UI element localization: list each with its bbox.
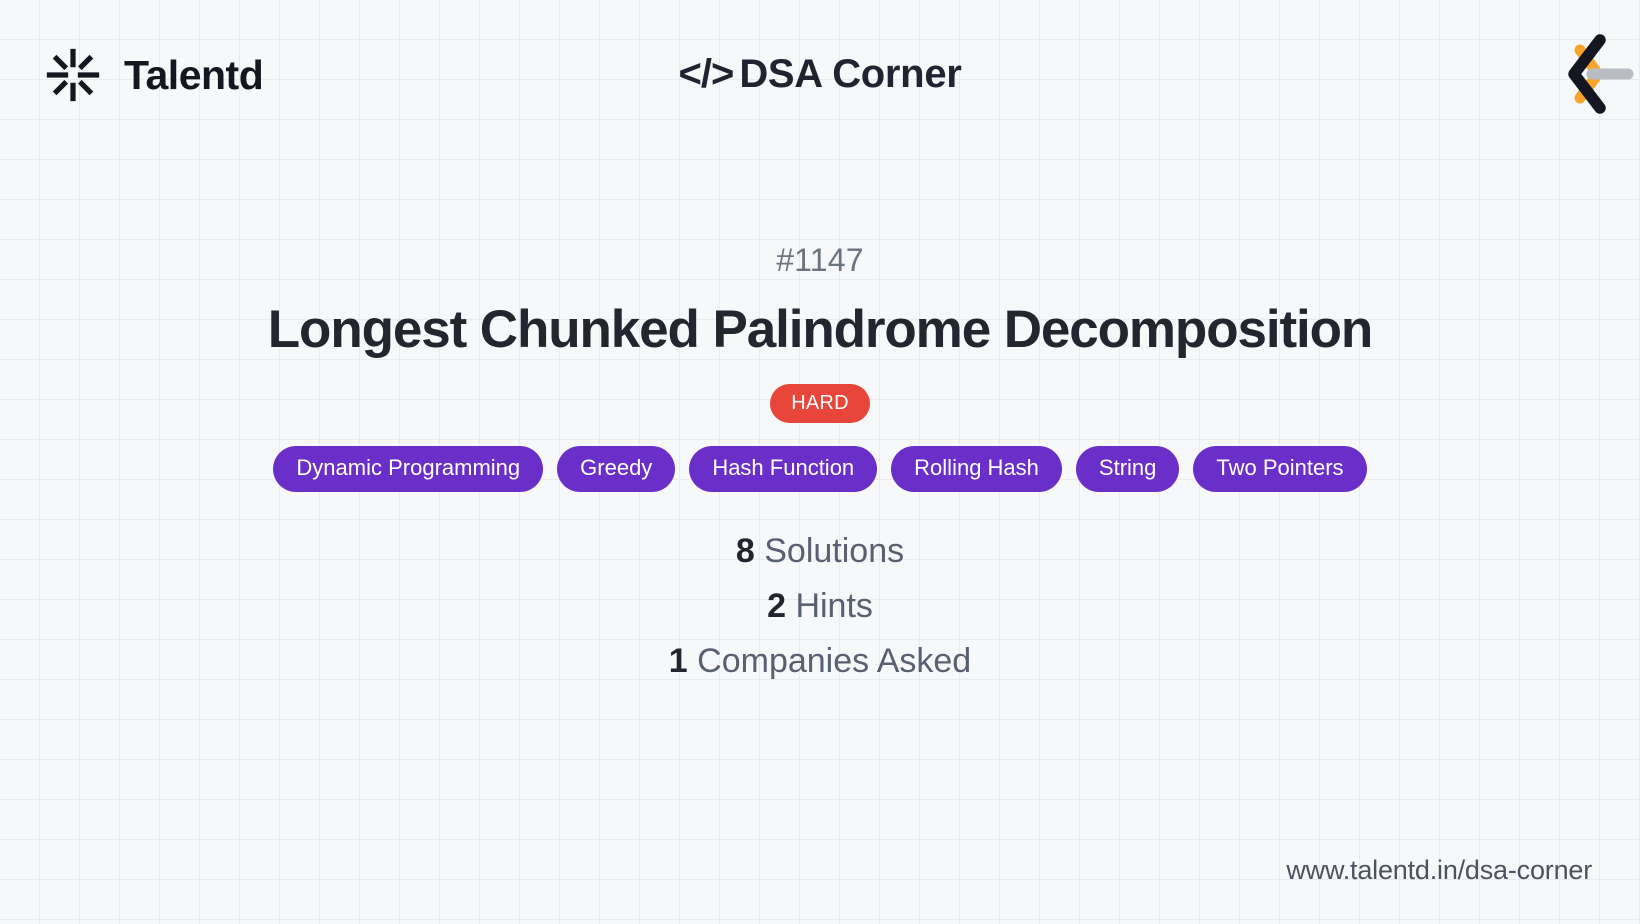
page-title: </>DSA Corner: [0, 52, 1640, 97]
stat-solutions: 8 Solutions: [736, 534, 904, 568]
stat-label: Hints: [795, 587, 873, 626]
problem-card: #1147 Longest Chunked Palindrome Decompo…: [0, 150, 1640, 850]
stat-companies-asked: 1 Companies Asked: [669, 644, 971, 678]
tag-list: Dynamic Programming Greedy Hash Function…: [273, 446, 1367, 493]
code-tag-icon: </>: [678, 52, 734, 96]
stats-list: 8 Solutions 2 Hints 1 Companies Asked: [669, 534, 971, 678]
stat-label: Companies Asked: [697, 642, 972, 681]
tag-pill[interactable]: Hash Function: [689, 446, 878, 493]
chevron-c-bracket-logo-icon: [1568, 34, 1634, 114]
tag-pill[interactable]: Rolling Hash: [891, 446, 1062, 493]
tag-pill[interactable]: Dynamic Programming: [273, 446, 544, 493]
footer-url[interactable]: www.talentd.in/dsa-corner: [1286, 855, 1592, 885]
status-badge: HARD: [770, 384, 870, 424]
tag-pill[interactable]: Greedy: [557, 446, 676, 493]
stat-value: 1: [668, 642, 688, 681]
tag-pill[interactable]: Two Pointers: [1193, 446, 1367, 493]
stat-hints: 2 Hints: [767, 589, 873, 623]
brand-name: Talentd: [124, 51, 264, 98]
stat-value: 2: [767, 587, 786, 626]
problem-title: Longest Chunked Palindrome Decomposition: [267, 300, 1374, 359]
problem-number: #1147: [776, 242, 864, 278]
tag-pill[interactable]: String: [1075, 446, 1180, 493]
stat-value: 8: [735, 532, 755, 571]
difficulty-row: HARD: [770, 384, 870, 424]
page-header: Talentd </>DSA Corner: [0, 0, 1640, 150]
brand[interactable]: Talentd: [42, 44, 264, 106]
page-title-text: DSA Corner: [739, 52, 962, 96]
talentd-asterisk-icon: [46, 48, 100, 102]
stat-label: Solutions: [764, 532, 905, 571]
